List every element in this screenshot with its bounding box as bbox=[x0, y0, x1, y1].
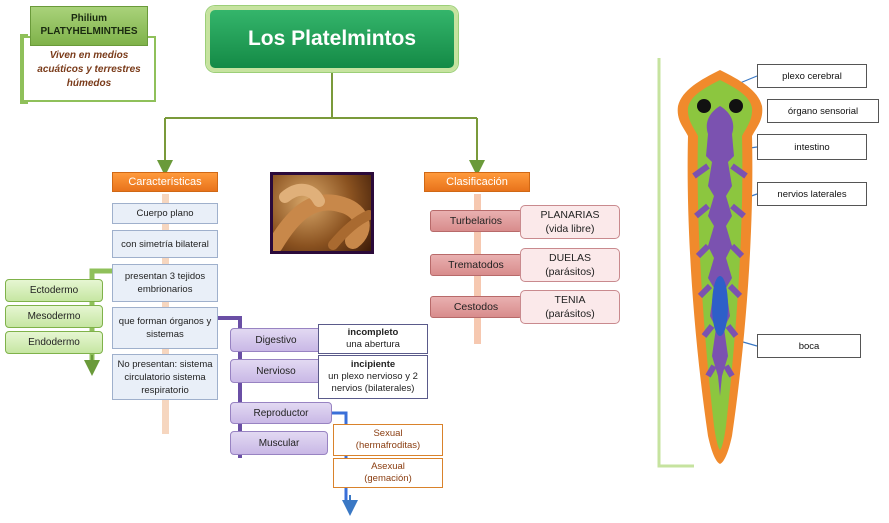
caracteristica-item: No presentan: sistema circulatorio siste… bbox=[112, 354, 218, 400]
tejido-mesodermo: Mesodermo bbox=[5, 305, 103, 328]
phylum-label: Philium PLATYHELMINTHES bbox=[30, 6, 148, 46]
grupo-turbelarios: Turbelarios bbox=[430, 210, 522, 232]
label-plexo-cerebral: plexo cerebral bbox=[757, 64, 867, 88]
tejido-ectodermo: Ectodermo bbox=[5, 279, 103, 302]
ejemplo-note: (vida libre) bbox=[545, 223, 595, 235]
sistema-nervioso: Nervioso bbox=[230, 359, 322, 383]
habitat-note: Viven en medios acuáticos y terrestres h… bbox=[22, 36, 156, 102]
digestivo-desc: una abertura bbox=[346, 339, 400, 350]
flatworm-photo-art bbox=[273, 183, 371, 251]
phylum-line2: PLATYHELMINTHES bbox=[40, 26, 138, 37]
grupo-trematodos: Trematodos bbox=[430, 254, 522, 276]
label-intestino: intestino bbox=[757, 134, 867, 160]
ejemplo-tenia: TENIA (parásitos) bbox=[520, 290, 620, 324]
nervioso-info: incipiente un plexo nervioso y 2 nervios… bbox=[318, 355, 428, 399]
ejemplo-duelas: DUELAS (parásitos) bbox=[520, 248, 620, 282]
phylum-line1: Philium bbox=[70, 13, 108, 24]
label-nervios-laterales: nervios laterales bbox=[757, 182, 867, 206]
ejemplo-planarias: PLANARIAS (vida libre) bbox=[520, 205, 620, 239]
label-boca: boca bbox=[757, 334, 861, 358]
caracteristica-item: que forman órganos y sistemas bbox=[112, 307, 218, 349]
ejemplo-note: (parásitos) bbox=[545, 308, 595, 320]
caracteristica-item: con simetría bilateral bbox=[112, 230, 218, 258]
label-organo-sensorial: órgano sensorial bbox=[767, 99, 879, 123]
caracteristica-item: Cuerpo plano bbox=[112, 203, 218, 224]
flatworm-photo bbox=[270, 172, 374, 254]
sistema-muscular: Muscular bbox=[230, 431, 328, 455]
reproduccion-sexual: Sexual (hermafroditas) bbox=[333, 424, 443, 456]
grupo-cestodos: Cestodos bbox=[430, 296, 522, 318]
reproduccion-asexual: Asexual (gemación) bbox=[333, 458, 443, 488]
ejemplo-name: DUELAS bbox=[548, 252, 591, 264]
tejido-endodermo: Endodermo bbox=[5, 331, 103, 354]
page-title: Los Platelmintos bbox=[206, 6, 458, 72]
sistema-reproductor: Reproductor bbox=[230, 402, 332, 424]
nervioso-bold: incipiente bbox=[350, 359, 396, 370]
clasificacion-header: Clasificación bbox=[424, 172, 530, 192]
ejemplo-name: TENIA bbox=[554, 294, 586, 306]
flatworm-anatomy-illustration bbox=[677, 70, 763, 464]
digestivo-info: incompleto una abertura bbox=[318, 324, 428, 354]
digestivo-bold: incompleto bbox=[347, 327, 399, 338]
caracteristica-item: presentan 3 tejidos embrionarios bbox=[112, 264, 218, 302]
sistema-digestivo: Digestivo bbox=[230, 328, 322, 352]
caracteristicas-header: Características bbox=[112, 172, 218, 192]
nervioso-desc: un plexo nervioso y 2 nervios (bilateral… bbox=[328, 371, 418, 394]
ejemplo-note: (parásitos) bbox=[545, 266, 595, 278]
ejemplo-name: PLANARIAS bbox=[540, 209, 600, 221]
